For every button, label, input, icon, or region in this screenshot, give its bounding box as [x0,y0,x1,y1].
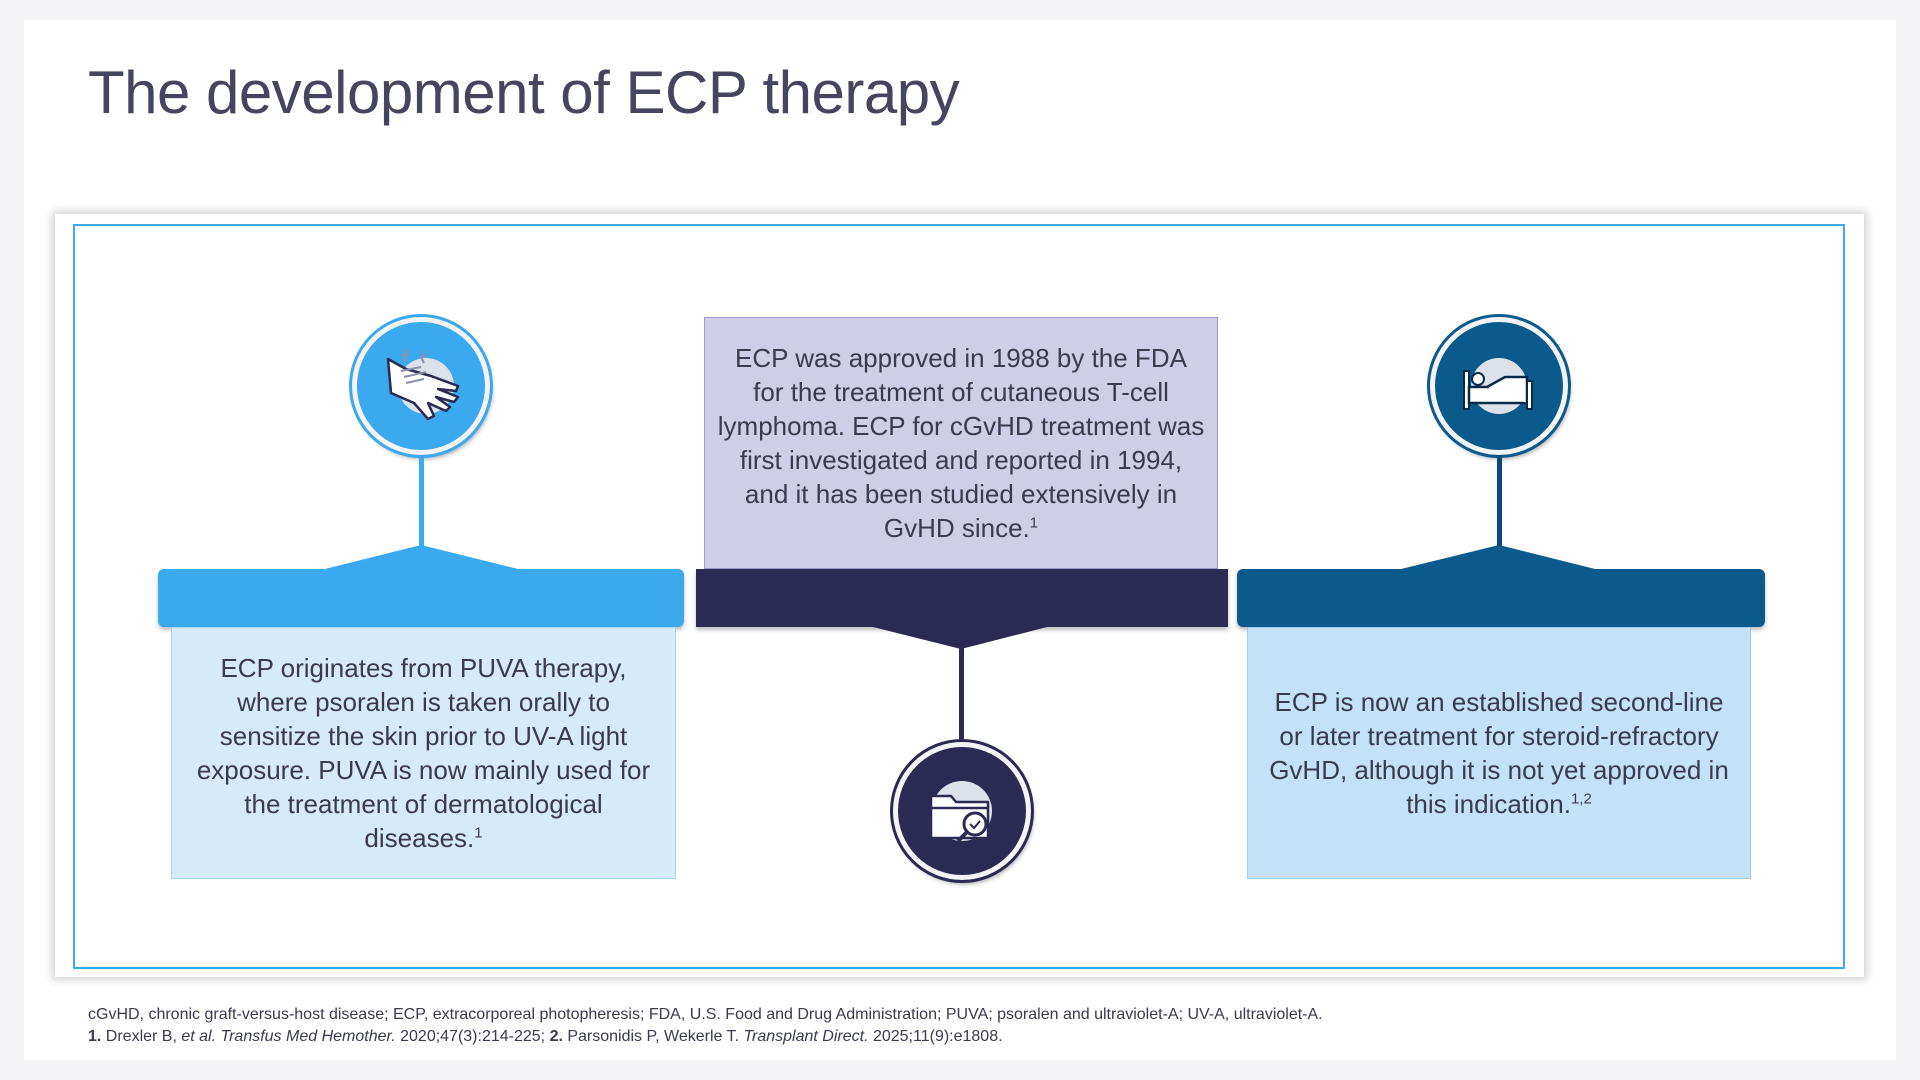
panel-3-text-box: ECP is now an established second-line or… [1247,627,1751,879]
folder-search-icon [929,781,992,843]
panel-3-text: ECP is now an established second-line or… [1269,687,1729,819]
panel-3-bar [1237,569,1765,627]
panel-2-pointer [869,626,1051,649]
references-footnote: 1. Drexler B, et al. Transfus Med Hemoth… [88,1028,1003,1045]
hand-uv-light-icon [386,348,460,421]
panel-1-icon-circle [349,314,493,458]
panel-3-icon-circle [1427,314,1571,458]
panel-2-icon-circle [890,739,1034,883]
panel-3-pointer [1397,545,1599,570]
panel-1-bar [158,569,684,627]
panel-1-text: ECP originates from PUVA therapy, where … [196,653,651,853]
abbreviations-footnote: cGvHD, chronic graft-versus-host disease… [88,1006,1323,1023]
panel-1-text-box: ECP originates from PUVA therapy, where … [171,627,676,879]
panel-2-text-box: ECP was approved in 1988 by the FDA for … [704,317,1218,569]
page-title: The development of ECP therapy [88,59,960,126]
timeline-panel [73,224,1845,969]
panel-1-connector [419,455,424,547]
panel-1-pointer [321,545,522,570]
panel-2-connector [959,648,964,744]
panel-2-bar [696,569,1228,627]
panel-2-text: ECP was approved in 1988 by the FDA for … [717,343,1205,543]
hospital-bed-icon [1463,358,1533,414]
panel-3-connector [1497,455,1502,547]
